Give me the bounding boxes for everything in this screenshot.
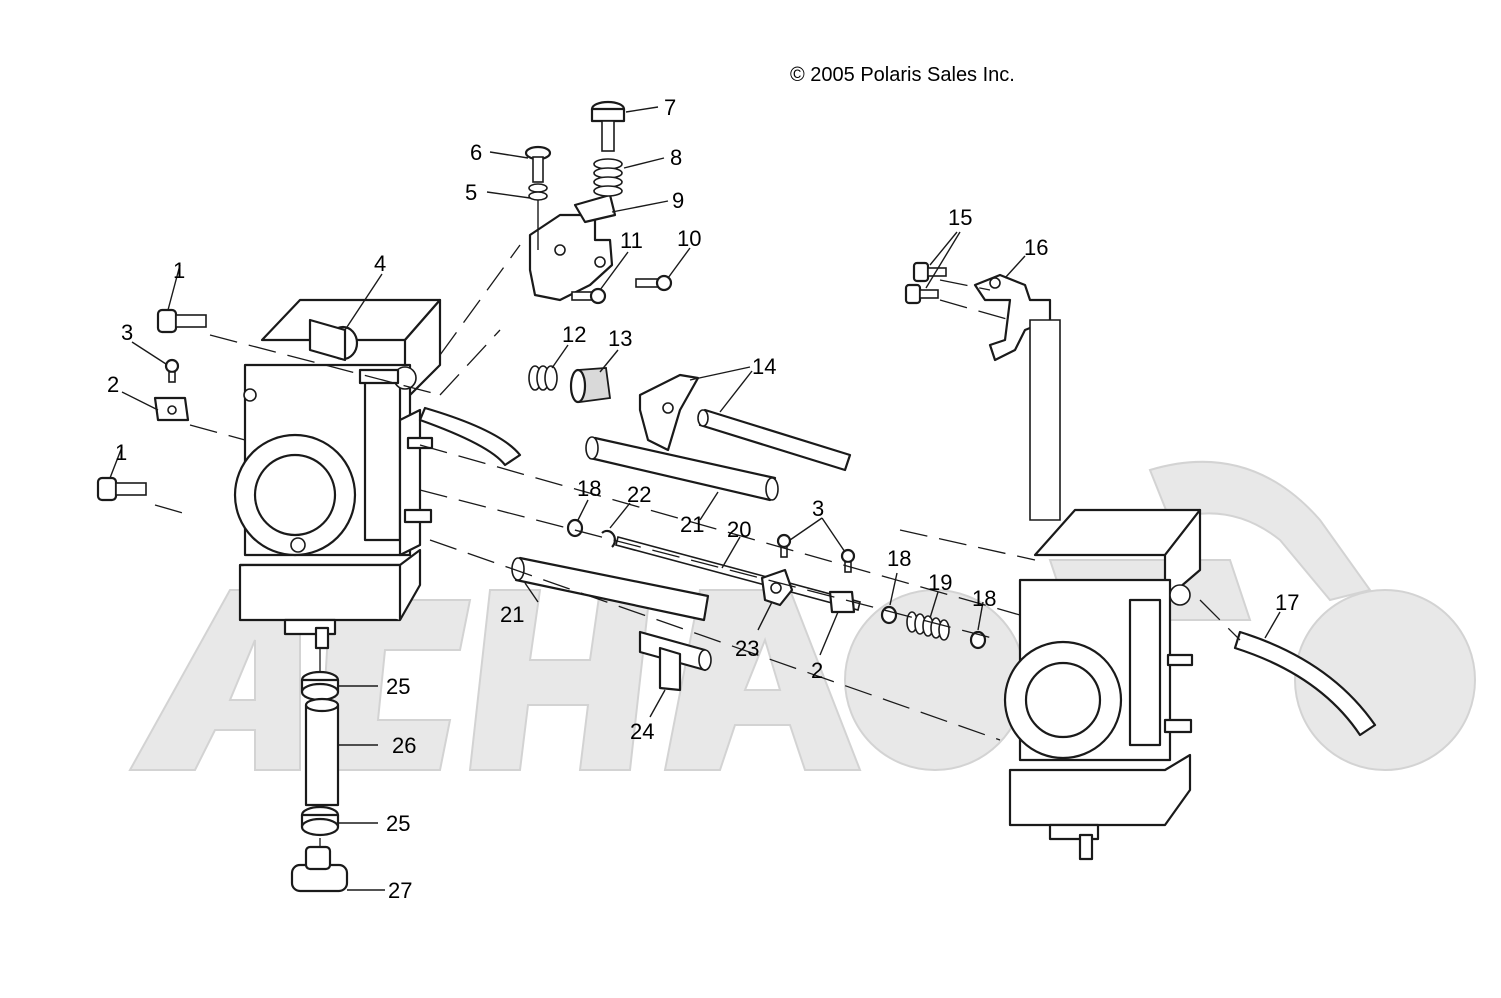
assembly-lines: [154, 244, 1241, 848]
callout-1-lower: 1: [115, 440, 127, 465]
bolt-1-upper: [156, 308, 207, 334]
bushing-13: [569, 367, 612, 404]
callout-10: 10: [677, 226, 701, 251]
callout-26: 26: [392, 733, 416, 758]
clip-2-left: [153, 396, 190, 422]
screw-3-center-b: [840, 548, 856, 573]
callout-22: 22: [627, 482, 651, 507]
callout-23: 23: [735, 636, 759, 661]
bolt-1-lower: [96, 476, 147, 502]
callout-11: 11: [620, 228, 643, 253]
choke-bracket: [528, 193, 617, 302]
right-carburetor: [1003, 508, 1202, 861]
callout-18-c: 18: [972, 586, 996, 611]
callout-3-left: 3: [121, 320, 133, 345]
callout-2-left: 2: [107, 372, 119, 397]
callout-18-a: 18: [577, 476, 601, 501]
callout-8: 8: [670, 145, 682, 170]
callout-25-upper: 25: [386, 674, 410, 699]
tube-21-upper: [585, 436, 779, 502]
spring-5: [528, 183, 548, 250]
callout-numbers: 1 1 3 2 4 5 6 7 8 9 10 11 12 13 14 15 16…: [107, 95, 1299, 903]
callout-21-upper: 21: [680, 512, 704, 537]
callout-21-lower: 21: [500, 602, 524, 627]
callout-15: 15: [948, 205, 972, 230]
shaft-14: [697, 408, 852, 472]
callout-27: 27: [388, 878, 412, 903]
cam-14: [638, 373, 700, 452]
callout-2-center: 2: [811, 658, 823, 683]
throttle-bracket-16: [973, 273, 1061, 521]
washer-18-a: [566, 518, 584, 538]
adjuster-screw-7: [590, 100, 626, 152]
hose-17: [1233, 630, 1377, 737]
callout-25-lower: 25: [386, 811, 410, 836]
screw-11: [571, 287, 607, 305]
spring-12: [528, 365, 558, 391]
callout-4: 4: [374, 251, 386, 276]
callout-9: 9: [672, 188, 684, 213]
callout-12: 12: [562, 322, 586, 347]
screw-6: [524, 145, 552, 183]
clamp-25-lower: [300, 805, 340, 837]
lever-23: [760, 568, 794, 607]
callout-7: 7: [664, 95, 676, 120]
copyright-text: © 2005 Polaris Sales Inc.: [790, 64, 1015, 86]
screw-3-left: [164, 358, 180, 383]
callout-3-center: 3: [812, 496, 824, 521]
callout-17: 17: [1275, 590, 1299, 615]
callout-5: 5: [465, 180, 477, 205]
leader-lines: [109, 106, 1281, 891]
callout-20: 20: [727, 517, 751, 542]
clip-2-center: [828, 590, 856, 614]
clip-22: [601, 529, 616, 548]
washer-18-b: [880, 605, 898, 625]
callout-1-upper: 1: [173, 258, 185, 283]
clamp-25-upper: [300, 670, 340, 702]
left-carburetor: [233, 298, 442, 650]
callout-24: 24: [630, 719, 654, 744]
tee-24: [638, 630, 712, 692]
screw-3-center-a: [776, 533, 792, 558]
callout-6: 6: [470, 140, 482, 165]
hose-26: [304, 697, 340, 807]
screw-10: [635, 274, 673, 292]
callout-19: 19: [928, 570, 952, 595]
screw-15-upper: [912, 261, 947, 283]
callout-14: 14: [752, 354, 776, 379]
callout-13: 13: [608, 326, 632, 351]
callout-18-b: 18: [887, 546, 911, 571]
callout-16: 16: [1024, 235, 1048, 260]
tee-27: [290, 845, 349, 893]
spring-8: [593, 158, 623, 197]
fuel-line-left: [418, 406, 522, 467]
screw-15-lower: [904, 283, 939, 305]
watermark-logo: [128, 460, 1476, 771]
washer-18-c: [969, 630, 987, 650]
